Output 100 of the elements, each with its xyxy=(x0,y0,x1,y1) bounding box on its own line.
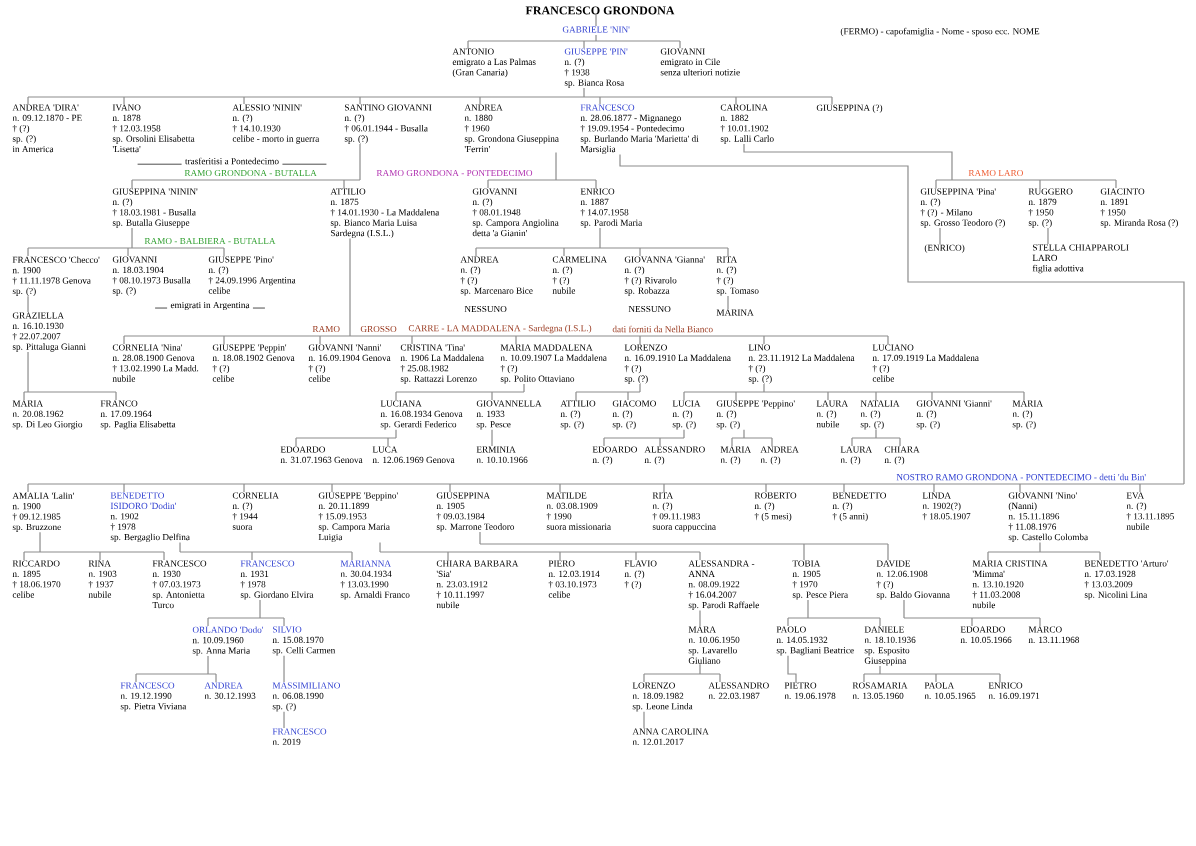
tree-line xyxy=(787,655,797,683)
tree-line xyxy=(933,483,935,493)
tree-line xyxy=(719,673,721,683)
tree-line xyxy=(643,673,645,683)
tree-line xyxy=(447,551,449,561)
tree-line xyxy=(123,96,125,105)
tree-line xyxy=(851,429,901,439)
tree-line xyxy=(331,483,333,493)
tree-line xyxy=(851,437,853,447)
tree-line xyxy=(863,673,865,683)
tree-line xyxy=(787,617,789,627)
tree-line xyxy=(319,335,321,345)
tree-line xyxy=(449,483,451,493)
tree-line xyxy=(487,151,597,181)
tree-line xyxy=(595,179,597,189)
tree-line xyxy=(123,335,125,345)
tree-line xyxy=(411,335,413,345)
tree-line xyxy=(643,663,721,675)
tree-line xyxy=(207,599,285,619)
tree-line xyxy=(23,531,165,553)
tree-line xyxy=(763,335,765,345)
tree-line xyxy=(743,143,1117,181)
tree-line xyxy=(727,247,729,257)
tree-line xyxy=(971,617,973,627)
tree-line xyxy=(123,237,889,337)
tree-line xyxy=(699,609,701,627)
tree-line xyxy=(359,96,361,105)
tree-line xyxy=(765,483,767,493)
tree-line xyxy=(599,96,601,105)
tree-line xyxy=(1139,483,1141,493)
tree-line xyxy=(727,295,729,310)
tree-line xyxy=(635,551,637,561)
tree-line xyxy=(243,483,245,493)
tree-line xyxy=(27,153,1185,485)
tree-line xyxy=(663,483,665,493)
tree-line xyxy=(831,96,833,105)
tree-line xyxy=(875,391,877,401)
tree-line xyxy=(343,179,345,189)
tree-line xyxy=(295,429,397,439)
tree-line xyxy=(731,437,733,447)
tree-line xyxy=(1115,179,1117,189)
tree-line xyxy=(127,247,129,257)
tree-line xyxy=(887,543,889,561)
tree-line xyxy=(27,227,225,249)
tree-line xyxy=(387,437,389,447)
tree-line xyxy=(683,383,1025,393)
tree-line xyxy=(863,665,1001,675)
tree-line xyxy=(1047,227,1049,245)
tree-line xyxy=(27,295,29,313)
tree-line xyxy=(735,96,737,105)
tree-line xyxy=(487,179,489,189)
tree-line xyxy=(515,335,517,345)
tree-line xyxy=(603,429,685,439)
tree-line xyxy=(643,711,645,729)
tree-line xyxy=(987,541,1101,553)
tree-line xyxy=(27,87,833,98)
tree-line xyxy=(735,391,737,401)
tree-line xyxy=(27,247,29,257)
tree-line xyxy=(27,96,29,105)
tree-line xyxy=(491,391,493,401)
tree-line xyxy=(251,551,253,561)
tree-line xyxy=(475,247,477,257)
tree-line xyxy=(787,599,881,619)
tree-line xyxy=(467,40,469,49)
tree-line xyxy=(207,617,209,627)
tree-line xyxy=(163,551,165,561)
tree-line xyxy=(939,227,941,245)
tree-line xyxy=(1023,391,1025,401)
tree-line xyxy=(899,437,901,447)
tree-line xyxy=(931,391,933,401)
tree-line xyxy=(115,391,117,401)
tree-line xyxy=(575,391,577,401)
tree-line xyxy=(479,531,889,545)
tree-line xyxy=(803,543,805,561)
tree-line xyxy=(215,673,217,683)
tree-line xyxy=(575,383,641,393)
tree-line xyxy=(999,673,1001,683)
tree-line xyxy=(987,551,989,561)
tree-line xyxy=(887,335,889,345)
tree-line xyxy=(639,335,641,345)
tree-line xyxy=(731,429,773,439)
tree-line xyxy=(135,655,217,675)
tree-line xyxy=(27,483,29,493)
tree-line xyxy=(351,551,353,561)
tree-line xyxy=(23,551,25,561)
tree-line xyxy=(395,391,397,401)
tree-line xyxy=(467,34,681,42)
tree-line xyxy=(843,483,845,493)
tree-line xyxy=(903,599,1041,619)
tree-line xyxy=(479,96,481,105)
tree-line xyxy=(491,429,493,447)
tree-line xyxy=(935,673,937,683)
tree-line xyxy=(23,391,25,401)
tree-line xyxy=(1019,483,1021,493)
tree-line xyxy=(131,143,361,181)
tree-line xyxy=(243,96,245,105)
tree-line xyxy=(283,711,285,729)
tree-line xyxy=(595,14,597,27)
tree-line xyxy=(563,247,565,257)
tree-line xyxy=(123,483,125,493)
